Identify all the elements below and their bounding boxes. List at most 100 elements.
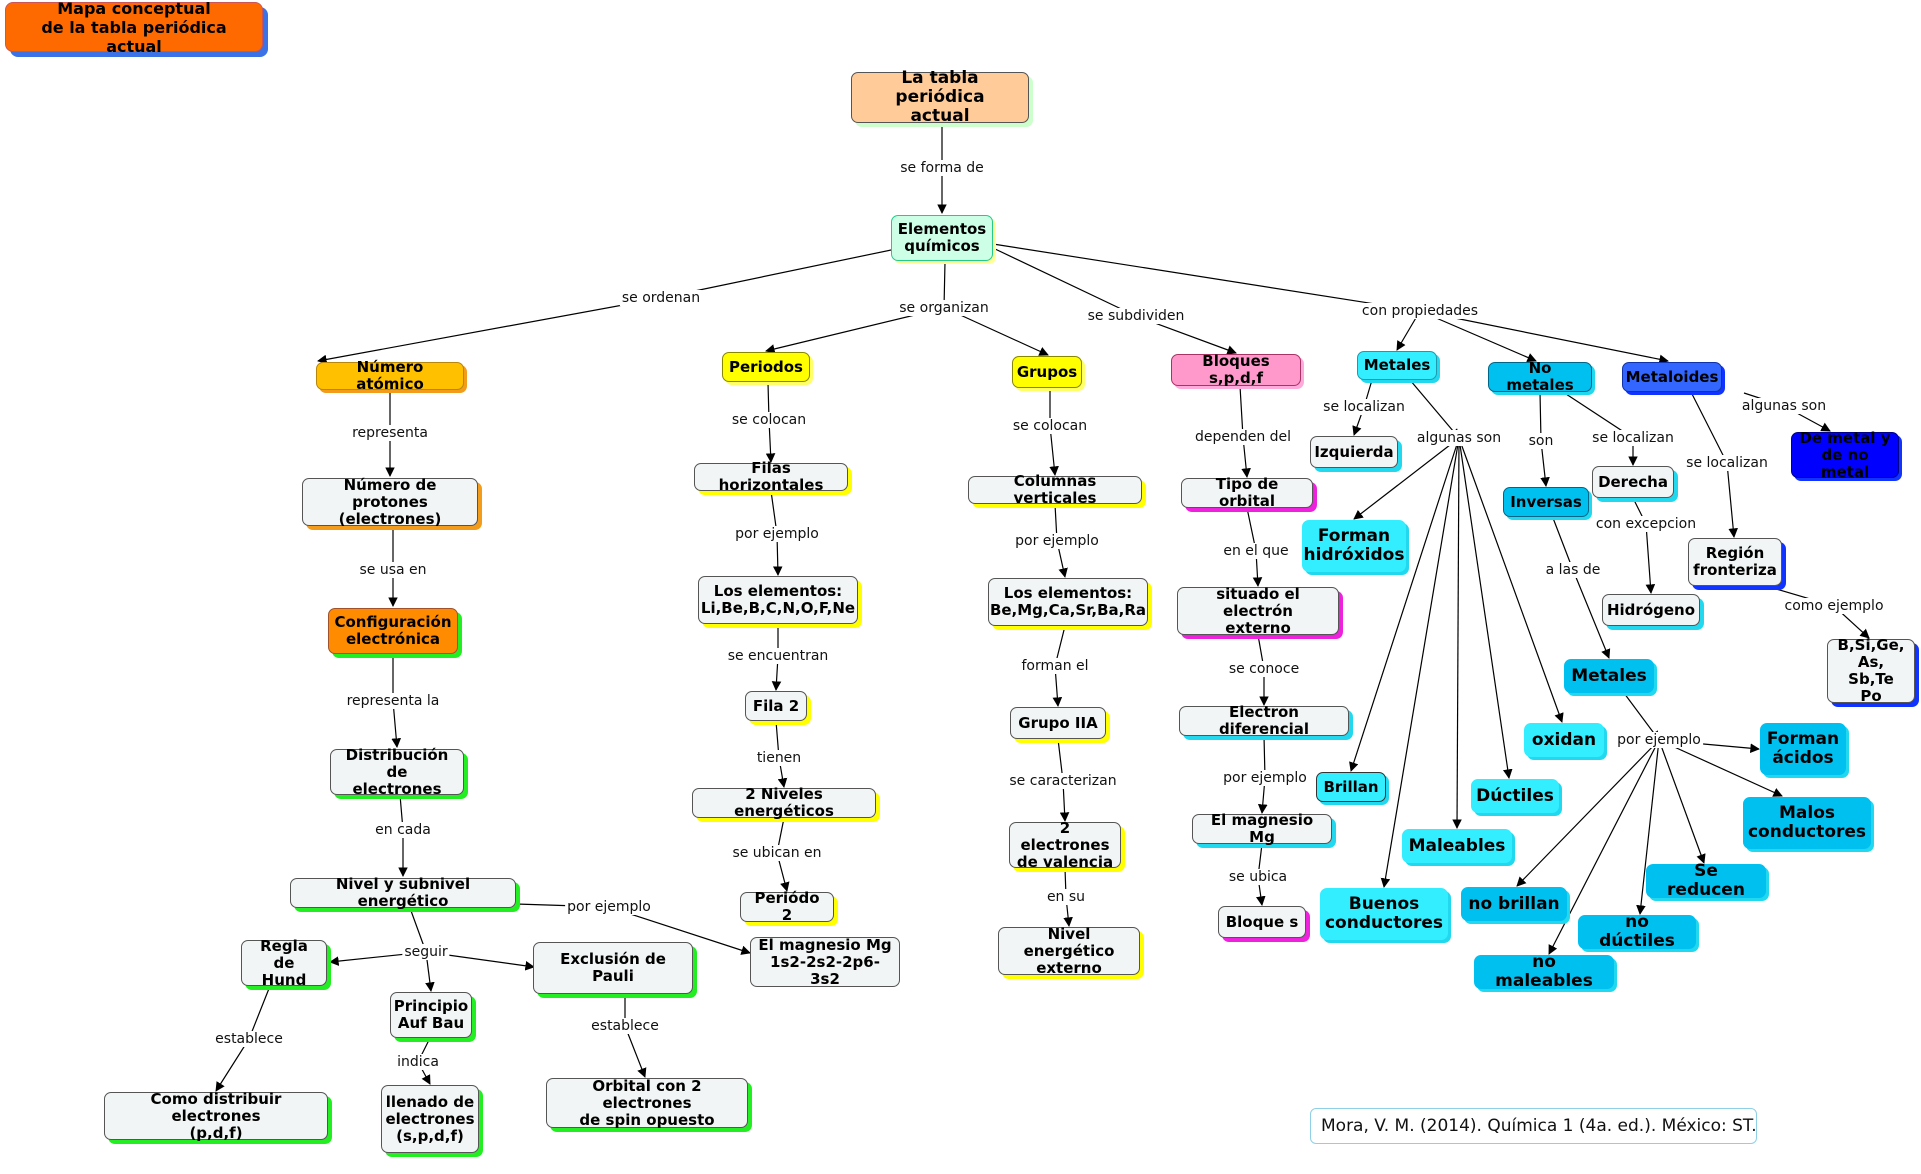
link-label: en su [1044,889,1088,905]
link-label: se forma de [898,160,986,176]
link-label: por ejemplo [1615,732,1703,748]
link-label: se ubica [1226,869,1290,885]
node-electron-dif[interactable]: Electron diferencial [1179,704,1349,738]
node-ductiles[interactable]: Dúctiles [1471,779,1559,813]
link-label: por ejemplo [733,526,821,542]
link-label: se localizan [1321,399,1407,415]
node-como-distribuir[interactable]: Como distribuir electrones (p,d,f) [104,1090,328,1141]
node-metaloides[interactable]: Metaloides [1622,362,1722,392]
link-label: indica [395,1054,441,1070]
link-label: algunas son [1414,430,1504,446]
node-bsige[interactable]: B,Si,Ge, As, Sb,Te Po [1827,637,1915,705]
connector-arrow [1452,437,1462,829]
node-columnas[interactable]: Columnas verticales [968,473,1142,507]
node-oxidan[interactable]: oxidan [1524,723,1604,757]
node-principio-aufbau[interactable]: Principio Auf Bau [390,992,472,1038]
node-elementos-li[interactable]: Los elementos: Li,Be,B,C,N,O,F,Ne [698,576,858,624]
connector-arrow [1548,739,1660,955]
node-periodos[interactable]: Periodos [722,352,810,382]
node-regla-hund[interactable]: Regla de Hund [241,937,327,988]
node-electrones-valencia[interactable]: 2 electrones de valencia [1009,819,1121,870]
link-label: algunas son [1739,398,1829,414]
node-buenos-conductores[interactable]: Buenos conductores [1320,888,1448,940]
node-forman-acidos[interactable]: Forman ácidos [1760,723,1846,775]
node-nivel-externo[interactable]: Nivel energético externo [998,925,1140,976]
connector-arrow [992,247,1237,355]
link-label: establece [589,1018,661,1034]
node-orbital-2e[interactable]: Orbital con 2 electrones de spin opuesto [546,1077,748,1128]
connector-arrow [1562,391,1638,466]
node-tabla-periodica[interactable]: La tabla periódica actual [851,69,1029,126]
link-label: se localizan [1590,430,1676,446]
link-label: en el que [1221,543,1291,559]
connector-arrow [1380,437,1460,888]
link-label: forman el [1019,658,1091,674]
node-bloques[interactable]: Bloques s,p,d,f [1171,353,1301,387]
link-label: por ejemplo [565,899,653,915]
link-label: como ejemplo [1782,598,1886,614]
map-title: Mapa conceptual de la tabla periódica ac… [5,0,263,56]
node-de-metal[interactable]: De metal y de no metal [1791,429,1899,480]
link-label: dependen del [1192,429,1294,445]
node-elementos-be[interactable]: Los elementos: Be,Mg,Ca,Sr,Ba,Ra [988,578,1148,626]
link-label: se colocan [1010,418,1090,434]
link-label: por ejemplo [1221,770,1309,786]
node-mg-config[interactable]: El magnesio Mg 1s2-2s2-2p6-3s2 [750,936,900,987]
node-bloque-s[interactable]: Bloque s [1218,906,1306,938]
node-derecha[interactable]: Derecha [1592,466,1674,498]
node-configuracion[interactable]: Configuración electrónica [328,608,458,654]
node-periodo2[interactable]: Periódo 2 [740,890,834,924]
connector-arrow [624,994,647,1078]
node-se-reducen[interactable]: Se reducen [1646,862,1766,900]
link-label: se ordenan [619,290,703,306]
node-izquierda[interactable]: Izquierda [1310,436,1398,468]
node-grupo-iia[interactable]: Grupo IIA [1010,707,1106,739]
reference-citation: Mora, V. M. (2014). Química 1 (4a. ed.).… [1310,1108,1757,1144]
node-numero-protones[interactable]: Número de protones (electrones) [302,476,478,527]
connector-arrow [1658,739,1783,797]
connector-arrow [1458,437,1513,779]
node-no-metales[interactable]: No metales [1488,360,1592,394]
node-region[interactable]: Región fronteriza [1688,538,1782,586]
link-label: a las de [1543,562,1603,578]
connector-arrow [1632,497,1656,594]
node-metales[interactable]: Metales [1357,351,1437,380]
node-tipo-orbital[interactable]: Tipo de orbital [1181,476,1313,510]
node-elementos-quimicos[interactable]: Elementos químicos [891,215,993,261]
link-label: tienen [754,750,804,766]
node-no-brillan[interactable]: no brillan [1461,887,1567,921]
node-situado[interactable]: situado el electrón externo [1177,585,1339,636]
node-no-ductiles[interactable]: no dúctiles [1578,913,1696,951]
node-forman-hidroxidos[interactable]: Forman hidróxidos [1302,520,1406,572]
node-hidrogeno[interactable]: Hidrógeno [1602,594,1700,626]
link-label: se ubican en [730,845,824,861]
link-label: se localizan [1684,455,1770,471]
node-inversas[interactable]: Inversas [1503,487,1589,517]
connector-arrow [1636,739,1660,915]
node-nivel-subnivel[interactable]: Nivel y subnivel energético [290,876,516,910]
node-fila2[interactable]: Fila 2 [745,691,807,721]
node-malos-conductores[interactable]: Malos conductores [1743,797,1871,849]
node-distribucion[interactable]: Distribución de electrones [330,746,464,797]
link-label: con propiedades [1359,303,1481,319]
node-grupos[interactable]: Grupos [1012,356,1082,388]
node-exclusion-pauli[interactable]: Exclusión de Pauli [533,942,693,994]
link-label: por ejemplo [1013,533,1101,549]
node-brillan[interactable]: Brillan [1316,772,1386,802]
node-maleables[interactable]: Maleables [1402,829,1512,863]
node-numero-atomico[interactable]: Número atómico [316,359,464,393]
node-magnesio[interactable]: El magnesio Mg [1192,812,1332,846]
node-filas[interactable]: Filas horizontales [694,460,848,494]
node-llenado[interactable]: llenado de electrones (s,p,d,f) [381,1085,479,1153]
node-metales2[interactable]: Metales [1564,659,1654,693]
link-label: se conoce [1226,661,1302,677]
link-label: se colocan [729,412,809,428]
node-niveles2[interactable]: 2 Niveles energéticos [692,786,876,820]
connector-arrow [1419,310,1669,364]
connector-arrow [1552,517,1611,659]
link-label: se organizan [897,300,991,316]
node-no-maleables[interactable]: no maleables [1474,953,1614,991]
link-label: seguir [402,944,450,960]
